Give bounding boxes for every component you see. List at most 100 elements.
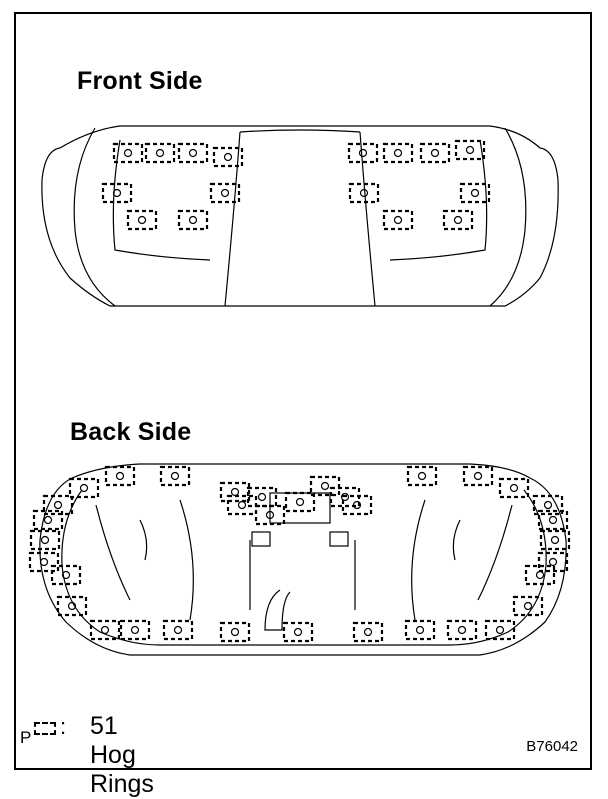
hog-ring-marker (282, 621, 314, 643)
hog-ring-clip (123, 148, 133, 158)
hog-ring-clip (43, 515, 53, 525)
hog-ring-clip (79, 483, 89, 493)
hog-ring-clip (130, 625, 140, 635)
hog-ring-marker (28, 551, 60, 573)
hog-ring-marker (219, 621, 251, 643)
back-seat-cushion (39, 463, 567, 656)
hog-ring-clip (220, 188, 230, 198)
hog-ring-clip (295, 497, 305, 507)
hog-ring-clip (535, 570, 545, 580)
hog-ring-clip (155, 148, 165, 158)
hog-ring-marker (209, 182, 241, 204)
hog-ring-marker (112, 142, 144, 164)
hog-ring-marker (101, 182, 133, 204)
hog-ring-marker (284, 491, 316, 513)
hog-ring-marker (462, 465, 494, 487)
hog-ring-clip (61, 570, 71, 580)
hog-ring-marker (341, 494, 373, 516)
front-seat-cushion (41, 125, 559, 307)
hog-ring-clip (543, 500, 553, 510)
hog-ring-clip (393, 148, 403, 158)
hog-ring-clip (320, 481, 330, 491)
hog-ring-clip (188, 148, 198, 158)
hog-ring-clip (188, 215, 198, 225)
hog-ring-marker (29, 529, 61, 551)
hog-ring-clip (473, 471, 483, 481)
hog-ring-marker (348, 182, 380, 204)
hog-ring-clip (548, 515, 558, 525)
hog-ring-marker (459, 182, 491, 204)
illustration-frame (14, 12, 592, 770)
hog-ring-clip (230, 487, 240, 497)
hog-ring-marker (347, 142, 379, 164)
hog-ring-clip (100, 625, 110, 635)
figure-code: B76042 (526, 738, 578, 755)
hog-ring-clip (495, 625, 505, 635)
hog-ring-marker (50, 564, 82, 586)
legend-colon: : (60, 714, 67, 739)
hog-ring-clip (470, 188, 480, 198)
hog-ring-marker (382, 209, 414, 231)
hog-ring-clip (509, 483, 519, 493)
hog-ring-marker (446, 619, 478, 641)
legend-prefix: P (20, 728, 32, 747)
hog-ring-marker (404, 619, 436, 641)
hog-ring-marker (532, 494, 564, 516)
hog-ring-marker (89, 619, 121, 641)
hog-ring-marker (539, 529, 571, 551)
hog-ring-clip (237, 500, 247, 510)
hog-ring-clip (293, 627, 303, 637)
hog-ring-clip (465, 145, 475, 155)
hog-ring-clip (352, 500, 362, 510)
hog-ring-marker (537, 551, 569, 573)
hog-ring-clip (340, 492, 350, 502)
front-side-title: Front Side (77, 67, 203, 95)
hog-ring-marker (537, 509, 569, 531)
hog-ring-symbol-icon (34, 722, 56, 735)
hog-ring-clip (265, 510, 275, 520)
hog-ring-clip (430, 148, 440, 158)
hog-ring-marker (126, 209, 158, 231)
hog-ring-clip (67, 601, 77, 611)
hog-ring-marker (162, 619, 194, 641)
hog-ring-clip (548, 557, 558, 567)
hog-ring-clip (230, 627, 240, 637)
hog-ring-marker (119, 619, 151, 641)
hog-ring-marker (177, 142, 209, 164)
hog-ring-clip (523, 601, 533, 611)
hog-ring-marker (352, 621, 384, 643)
hog-ring-marker (498, 477, 530, 499)
hog-ring-clip (137, 215, 147, 225)
hog-ring-marker (212, 146, 244, 168)
hog-ring-marker (484, 619, 516, 641)
hog-ring-marker (159, 465, 191, 487)
hog-ring-clip (170, 471, 180, 481)
hog-ring-marker (524, 564, 556, 586)
hog-ring-marker (406, 465, 438, 487)
hog-ring-marker (42, 494, 74, 516)
hog-ring-marker (56, 595, 88, 617)
hog-ring-marker (512, 595, 544, 617)
hog-ring-marker (246, 486, 278, 508)
hog-ring-marker (144, 142, 176, 164)
hog-ring-clip (53, 500, 63, 510)
hog-ring-clip (453, 215, 463, 225)
hog-ring-marker (442, 209, 474, 231)
hog-ring-marker (254, 504, 286, 526)
hog-ring-marker (382, 142, 414, 164)
hog-ring-clip (363, 627, 373, 637)
hog-ring-clip (257, 492, 267, 502)
hog-ring-clip (39, 557, 49, 567)
hog-ring-clip (417, 471, 427, 481)
hog-ring-clip (550, 535, 560, 545)
hog-ring-marker (419, 142, 451, 164)
hog-ring-clip (115, 471, 125, 481)
hog-ring-clip (393, 215, 403, 225)
hog-ring-clip (223, 152, 233, 162)
hog-ring-clip (457, 625, 467, 635)
hog-ring-marker (219, 481, 251, 503)
hog-ring-clip (112, 188, 122, 198)
hog-ring-marker (32, 509, 64, 531)
hog-ring-marker (309, 475, 341, 497)
